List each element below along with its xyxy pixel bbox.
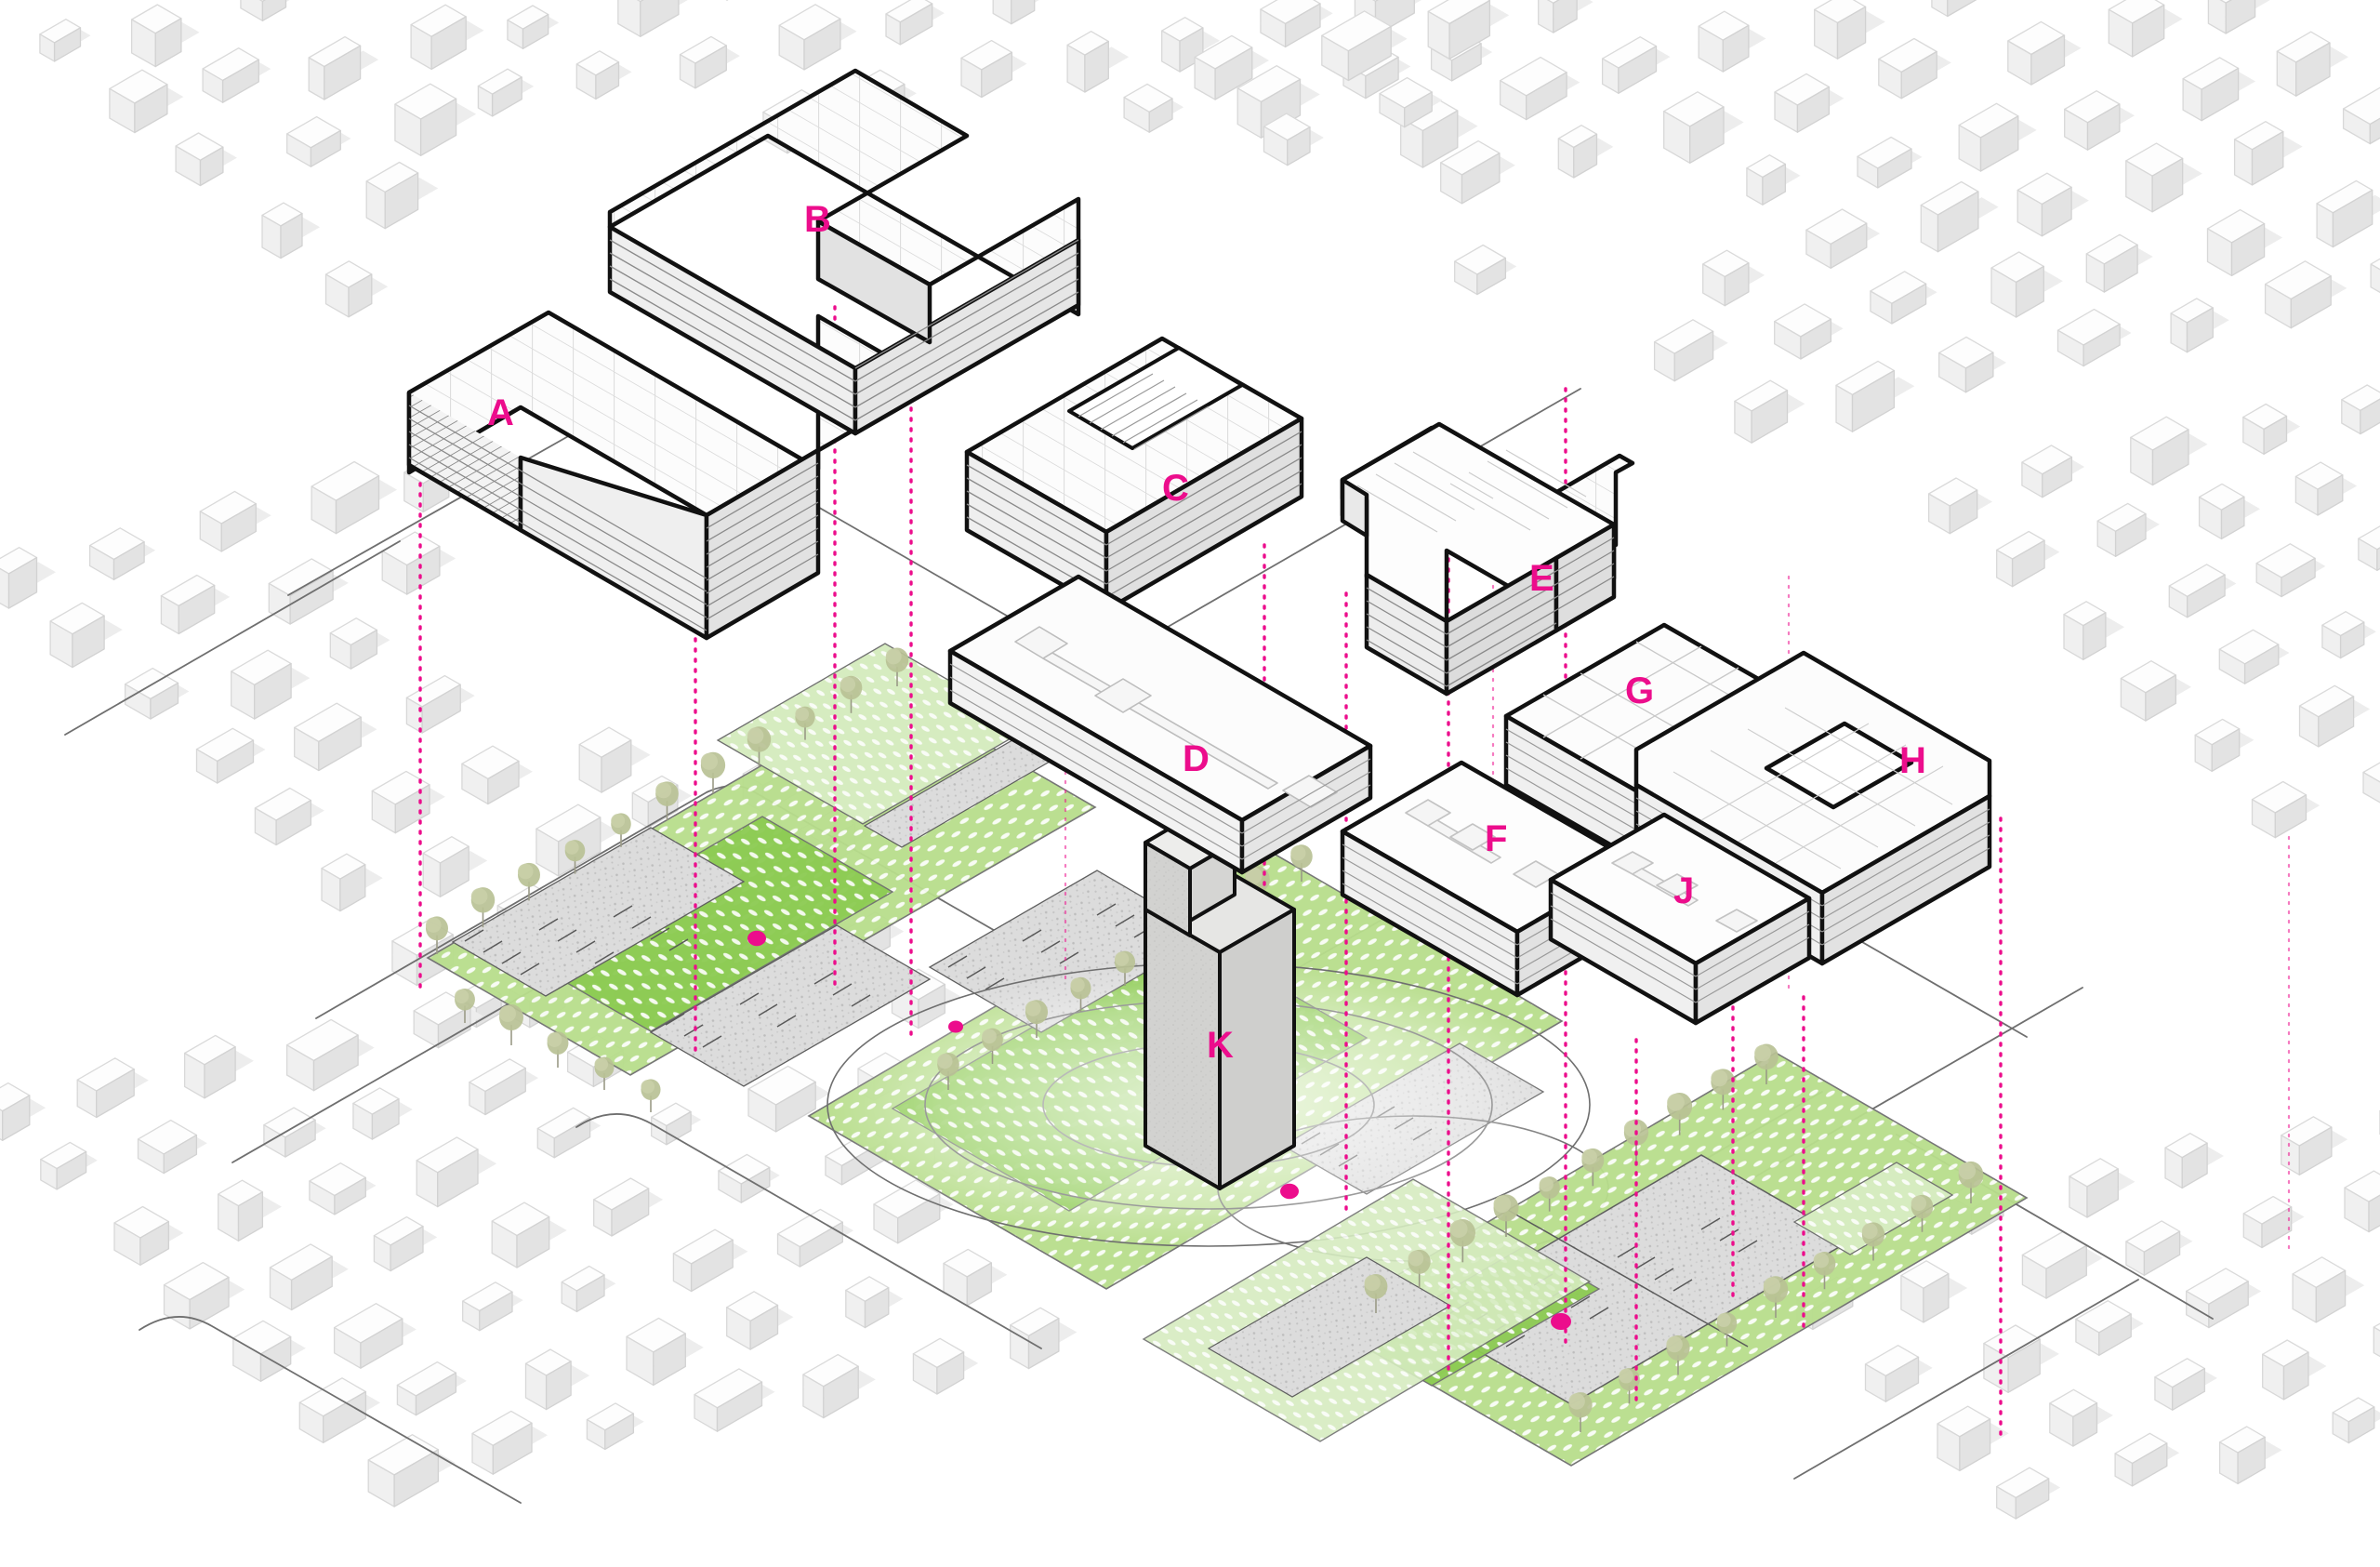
- site-marker-dots[interactable]: [747, 930, 1571, 1331]
- street-tree: [1813, 1252, 1836, 1290]
- street-tree: [499, 1004, 523, 1045]
- street-tree: [1861, 1222, 1885, 1261]
- site-marker-dot[interactable]: [948, 1020, 963, 1033]
- street-tree: [1114, 950, 1136, 986]
- street-tree: [1754, 1043, 1778, 1084]
- street-tree: [1364, 1273, 1388, 1313]
- street-tree: [795, 706, 815, 740]
- street-tree: [1408, 1249, 1431, 1288]
- parcel-south: [1142, 1178, 1592, 1442]
- massing-block-J[interactable]: [1548, 812, 1812, 1026]
- street-tree: [885, 647, 909, 686]
- street-tree: [1667, 1092, 1693, 1135]
- street-tree: [1539, 1176, 1560, 1212]
- street-tree: [470, 887, 496, 928]
- street-tree: [1911, 1194, 1934, 1232]
- street-tree: [1290, 844, 1313, 882]
- street-tree: [982, 1028, 1003, 1064]
- street-tree: [1763, 1276, 1789, 1318]
- street-tree: [518, 862, 540, 901]
- street-tree: [1493, 1194, 1519, 1237]
- street-tree: [747, 726, 772, 767]
- street-tree: [1568, 1392, 1593, 1432]
- street-tree: [700, 751, 726, 794]
- street-tree: [1716, 1312, 1738, 1347]
- street-tree: [1070, 976, 1091, 1012]
- street-tree: [564, 840, 586, 874]
- site-marker-dot[interactable]: [747, 930, 766, 947]
- site-marker-dot[interactable]: [1551, 1312, 1571, 1331]
- parcel-northwest: [426, 643, 1097, 1087]
- street-tree: [1711, 1069, 1736, 1110]
- street-tree: [1581, 1148, 1605, 1187]
- street-tree: [1666, 1335, 1690, 1375]
- massing-block-C[interactable]: [964, 336, 1304, 613]
- street-tree: [547, 1031, 569, 1068]
- massing-block-K[interactable]: [1144, 815, 1296, 1190]
- street-tree: [594, 1056, 615, 1090]
- street-tree: [1619, 1367, 1640, 1404]
- street-tree: [937, 1053, 959, 1090]
- street-tree: [1025, 1000, 1049, 1038]
- massing-block-A[interactable]: [406, 310, 937, 641]
- street-tree: [1449, 1218, 1476, 1263]
- massing-block-E[interactable]: [1340, 421, 1635, 697]
- street-tree: [611, 813, 631, 847]
- street-tree: [840, 675, 863, 713]
- street-tree: [426, 916, 448, 954]
- street-tree: [1958, 1161, 1984, 1203]
- massing-block-D[interactable]: [947, 574, 1373, 875]
- site-marker-dot[interactable]: [1280, 1183, 1299, 1200]
- street-tree: [655, 781, 679, 820]
- massing-block-B[interactable]: [607, 68, 1081, 436]
- street-tree: [455, 988, 475, 1023]
- street-tree: [641, 1079, 661, 1112]
